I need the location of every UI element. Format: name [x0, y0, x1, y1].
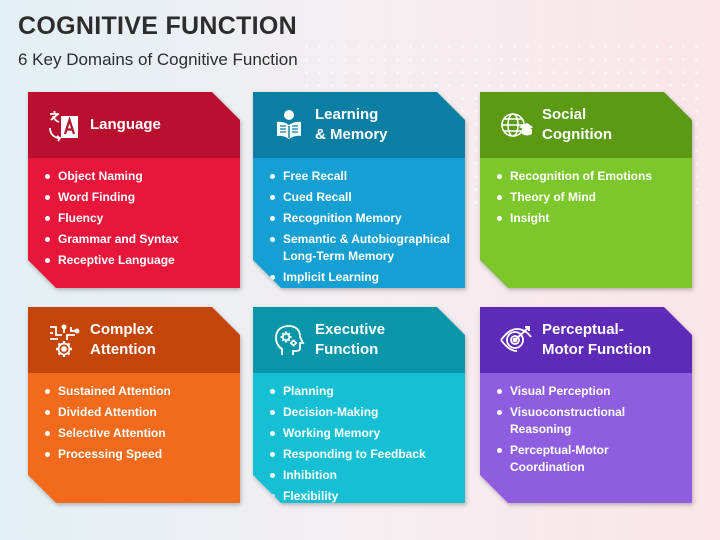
card-header: Social Cognition [480, 92, 692, 158]
circuit-gear-icon [46, 322, 82, 358]
list-item: Perceptual-Motor Coordination [497, 442, 682, 476]
list-item: Recognition of Emotions [497, 168, 682, 185]
list-item: Decision-Making [270, 404, 455, 421]
card-body: Sustained Attention Divided Attention Se… [28, 373, 240, 503]
list-item: Implicit Learning [270, 269, 455, 286]
card-title: Learning & Memory [315, 106, 388, 143]
list-item: Visual Perception [497, 383, 682, 400]
globe-graduation-icon [498, 107, 534, 143]
card-social-cognition: Social Cognition Recognition of Emotions… [480, 92, 692, 288]
card-learning-memory: Learning & Memory Free Recall Cued Recal… [253, 92, 465, 288]
list-item: Recognition Memory [270, 210, 455, 227]
card-title: Executive Function [315, 321, 386, 358]
card-complex-attention: Complex Attention Sustained Attention Di… [28, 307, 240, 503]
card-body: Object Naming Word Finding Fluency Gramm… [28, 158, 240, 288]
card-executive-function: Executive Function Planning Decision-Mak… [253, 307, 465, 503]
list-item: Working Memory [270, 425, 455, 442]
list-item: Sustained Attention [45, 383, 230, 400]
page-subtitle: 6 Key Domains of Cognitive Function [18, 50, 298, 69]
list-item: Cued Recall [270, 189, 455, 206]
card-header: Perceptual- Motor Function [480, 307, 692, 373]
list-item: Divided Attention [45, 404, 230, 421]
list-item: Inhibition [270, 467, 455, 484]
card-title: Social Cognition [542, 106, 612, 143]
eye-target-icon [498, 322, 534, 358]
list-item: Processing Speed [45, 446, 230, 463]
list-item: Fluency [45, 210, 230, 227]
language-translate-icon [46, 107, 82, 143]
list-item: Selective Attention [45, 425, 230, 442]
head-gears-icon [271, 322, 307, 358]
card-header: Complex Attention [28, 307, 240, 373]
list-item: Semantic & Autobiographical Long-Term Me… [270, 231, 455, 265]
card-header: Language [28, 92, 240, 158]
card-title: Language [90, 116, 161, 133]
list-item: Responding to Feedback [270, 446, 455, 463]
card-title: Perceptual- Motor Function [542, 321, 652, 358]
list-item: Receptive Language [45, 252, 230, 269]
list-item: Free Recall [270, 168, 455, 185]
card-perceptual-motor: Perceptual- Motor Function Visual Percep… [480, 307, 692, 503]
list-item: Flexibility [270, 488, 455, 503]
list-item: Grammar and Syntax [45, 231, 230, 248]
list-item: Planning [270, 383, 455, 400]
list-item: Word Finding [45, 189, 230, 206]
list-item: Visuoconstructional Reasoning [497, 404, 682, 438]
card-header: Learning & Memory [253, 92, 465, 158]
list-item: Insight [497, 210, 682, 227]
list-item: Object Naming [45, 168, 230, 185]
card-body: Visual Perception Visuoconstructional Re… [480, 373, 692, 503]
page-title: COGNITIVE FUNCTION [18, 12, 298, 40]
card-body: Planning Decision-Making Working Memory … [253, 373, 465, 503]
card-body: Recognition of Emotions Theory of Mind I… [480, 158, 692, 288]
card-body: Free Recall Cued Recall Recognition Memo… [253, 158, 465, 288]
card-title: Complex Attention [90, 321, 156, 358]
list-item: Theory of Mind [497, 189, 682, 206]
reading-person-icon [271, 107, 307, 143]
card-header: Executive Function [253, 307, 465, 373]
card-language: Language Object Naming Word Finding Flue… [28, 92, 240, 288]
